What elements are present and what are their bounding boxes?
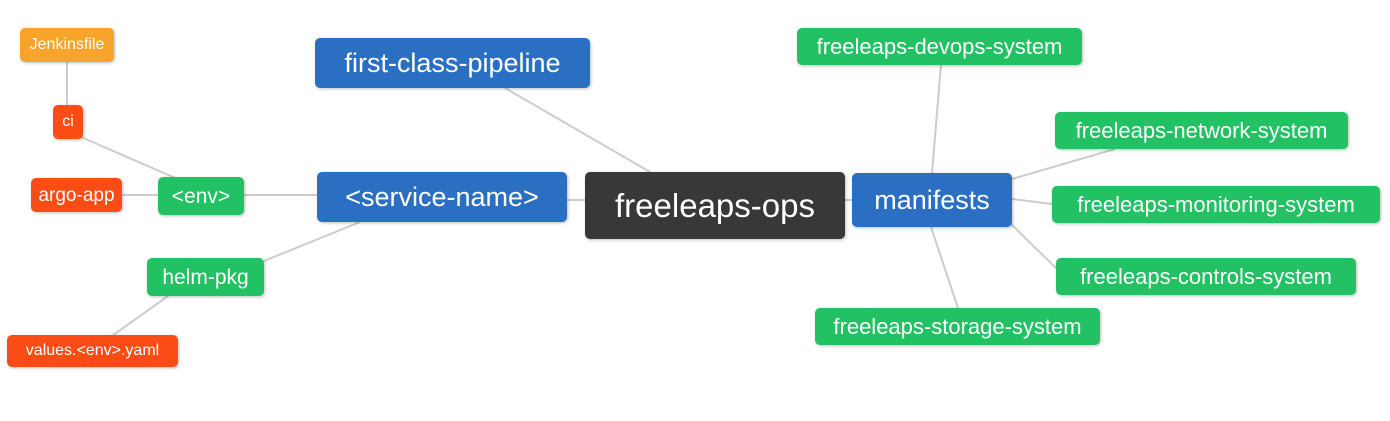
edge-helm-pkg-values: [111, 295, 169, 337]
edge-service-name-helm-pkg: [263, 221, 361, 262]
node-freeleaps-controls-system[interactable]: freeleaps-controls-system: [1056, 258, 1356, 295]
node-freeleaps-network-system[interactable]: freeleaps-network-system: [1055, 112, 1348, 149]
node-freeleaps-devops-system[interactable]: freeleaps-devops-system: [797, 28, 1082, 65]
edge-manifests-network: [1011, 148, 1116, 180]
node-env[interactable]: <env>: [158, 177, 244, 215]
node-jenkinsfile[interactable]: Jenkinsfile: [20, 28, 114, 62]
node-first-class-pipeline[interactable]: first-class-pipeline: [315, 38, 590, 88]
edge-ci-env: [80, 136, 181, 181]
node-manifests[interactable]: manifests: [852, 173, 1012, 227]
edge-pipeline-freeleaps-ops: [504, 87, 651, 173]
edge-manifests-monitoring: [1011, 198, 1053, 205]
edge-manifests-controls: [1007, 220, 1061, 273]
node-argo-app[interactable]: argo-app: [31, 178, 122, 212]
node-helm-pkg[interactable]: helm-pkg: [147, 258, 264, 296]
node-values-env-yaml[interactable]: values.<env>.yaml: [7, 335, 178, 367]
edge-manifests-storage: [930, 226, 959, 309]
node-freeleaps-ops[interactable]: freeleaps-ops: [585, 172, 845, 239]
node-service-name[interactable]: <service-name>: [317, 172, 567, 222]
edge-manifests-devops: [931, 64, 942, 174]
node-freeleaps-monitoring-system[interactable]: freeleaps-monitoring-system: [1052, 186, 1380, 223]
node-ci[interactable]: ci: [53, 105, 83, 139]
node-freeleaps-storage-system[interactable]: freeleaps-storage-system: [815, 308, 1100, 345]
